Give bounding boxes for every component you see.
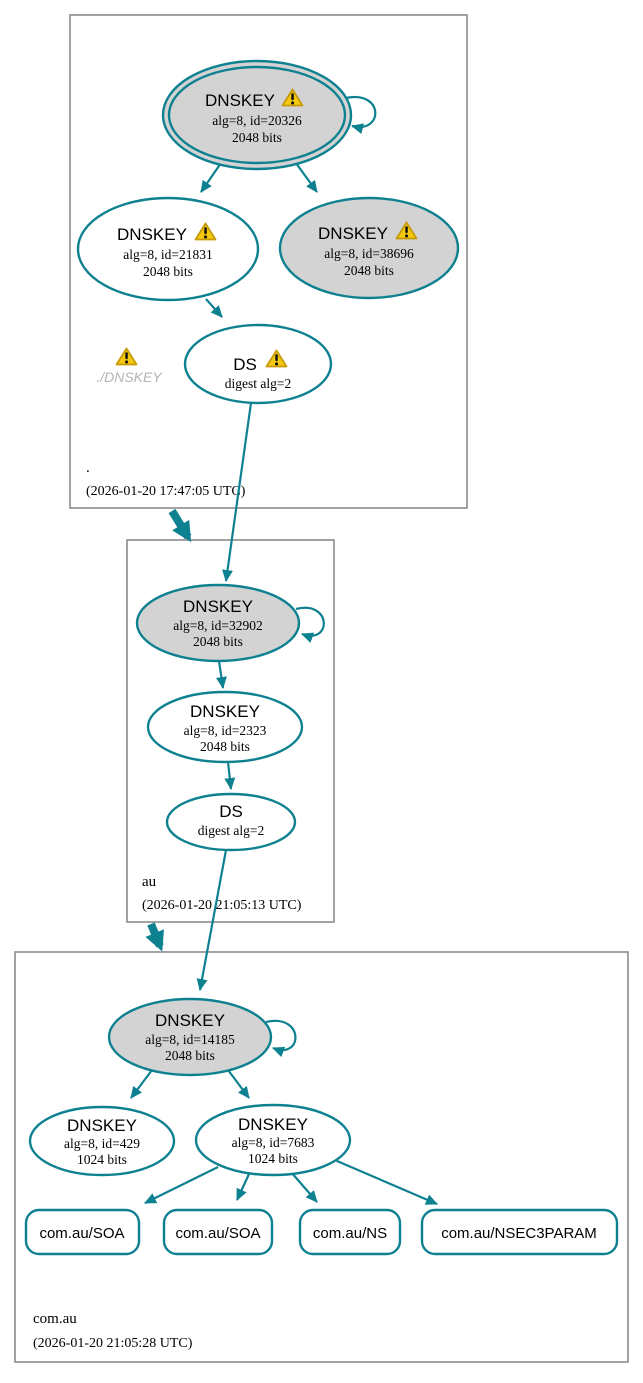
node-detail: alg=8, id=429 — [64, 1136, 140, 1151]
node-size: 2048 bits — [200, 739, 250, 754]
node-type-label: DNSKEY — [190, 702, 260, 721]
node-type-label: DNSKEY — [117, 225, 187, 244]
node-size: 2048 bits — [143, 264, 193, 279]
zone-timestamp-root: (2026-01-20 17:47:05 UTC) — [86, 484, 246, 499]
node-dnskey-38696[interactable]: DNSKEY alg=8, id=38696 2048 bits — [278, 196, 460, 300]
node-size: 1024 bits — [77, 1152, 127, 1167]
node-rrset-com-au-nsec3param[interactable]: com.au/NSEC3PARAM — [420, 1208, 619, 1256]
node-detail: alg=8, id=21831 — [123, 247, 212, 262]
node-size: 2048 bits — [344, 263, 394, 278]
edge-root-zsk-to-ds — [205, 298, 223, 318]
edge-zsk2-to-soa2 — [236, 1173, 250, 1201]
node-detail: alg=8, id=38696 — [324, 246, 414, 261]
node-detail: alg=8, id=2323 — [184, 723, 267, 738]
edge-delegation-au-to-com-au — [145, 922, 164, 952]
node-type-label: DNSKEY — [205, 91, 275, 110]
node-ds-au[interactable]: DS digest alg=2 — [165, 792, 297, 852]
edge-au-ksk-to-zsk — [215, 660, 227, 689]
node-detail: alg=8, id=7683 — [232, 1135, 315, 1150]
edge-zsk2-to-soa1 — [144, 1166, 219, 1204]
node-size: 1024 bits — [248, 1151, 298, 1166]
edge-delegation-root-to-au — [168, 508, 192, 543]
missing-rrset-label: ./DNSKEY — [96, 369, 163, 385]
node-dnskey-32902[interactable]: DNSKEY alg=8, id=32902 2048 bits — [135, 583, 301, 663]
node-rrset-com-au-ns[interactable]: com.au/NS — [298, 1208, 402, 1256]
edge-com-au-ksk-to-zsk1 — [130, 1069, 153, 1099]
rrset-label: com.au/NSEC3PARAM — [441, 1225, 597, 1242]
edge-au-ds-to-com-au-ksk — [196, 849, 228, 991]
edge-root-ds-to-au-ksk — [222, 402, 253, 582]
zone-timestamp-com-au: (2026-01-20 21:05:28 UTC) — [33, 1336, 193, 1351]
node-dnskey-2323[interactable]: DNSKEY alg=8, id=2323 2048 bits — [146, 690, 304, 764]
node-detail: digest alg=2 — [198, 823, 264, 838]
node-type-label: DNSKEY — [67, 1116, 137, 1135]
edge-com-au-ksk-to-zsk2 — [227, 1069, 250, 1099]
rrset-label: com.au/SOA — [175, 1225, 260, 1242]
node-size: 2048 bits — [193, 634, 243, 649]
edge-zsk2-to-nsec3param — [329, 1156, 438, 1206]
node-type-label: DS — [219, 802, 243, 821]
rrset-label: com.au/SOA — [39, 1225, 124, 1242]
edge-zsk2-to-ns — [290, 1171, 318, 1203]
missing-rrset-dnskey: ./DNSKEY — [96, 347, 163, 385]
node-size: 2048 bits — [232, 130, 282, 145]
node-type-label: DNSKEY — [238, 1115, 308, 1134]
edge-root-ksk-to-zsk — [200, 162, 222, 193]
node-type-label: DNSKEY — [155, 1011, 225, 1030]
node-detail: digest alg=2 — [225, 376, 291, 391]
node-detail: alg=8, id=14185 — [145, 1032, 235, 1047]
edge-au-zsk-to-ds — [224, 761, 236, 790]
edge-root-ksk-selfloop — [345, 95, 377, 134]
node-ds-root[interactable]: DS digest alg=2 — [183, 323, 333, 405]
edge-au-ksk-selfloop — [295, 606, 325, 643]
node-detail: alg=8, id=20326 — [212, 113, 302, 128]
edge-com-au-ksk-selfloop — [265, 1019, 297, 1058]
node-rrset-com-au-soa-1[interactable]: com.au/SOA — [24, 1208, 141, 1256]
node-dnskey-429[interactable]: DNSKEY alg=8, id=429 1024 bits — [28, 1105, 176, 1177]
node-type-label: DNSKEY — [183, 597, 253, 616]
node-dnskey-21831[interactable]: DNSKEY alg=8, id=21831 2048 bits — [76, 196, 260, 302]
zone-label-com-au: com.au — [33, 1311, 77, 1327]
node-dnskey-20326[interactable]: DNSKEY alg=8, id=20326 2048 bits — [161, 59, 353, 171]
node-type-label: DS — [233, 355, 257, 374]
node-dnskey-7683[interactable]: DNSKEY alg=8, id=7683 1024 bits — [194, 1103, 352, 1177]
node-dnskey-14185[interactable]: DNSKEY alg=8, id=14185 2048 bits — [107, 997, 273, 1077]
zone-label-au: au — [142, 874, 157, 890]
node-detail: alg=8, id=32902 — [173, 618, 262, 633]
zone-timestamp-au: (2026-01-20 21:05:13 UTC) — [142, 898, 302, 913]
rrset-label: com.au/NS — [313, 1225, 387, 1242]
node-rrset-com-au-soa-2[interactable]: com.au/SOA — [162, 1208, 274, 1256]
node-type-label: DNSKEY — [318, 224, 388, 243]
zone-label-root: . — [86, 460, 90, 476]
node-size: 2048 bits — [165, 1048, 215, 1063]
